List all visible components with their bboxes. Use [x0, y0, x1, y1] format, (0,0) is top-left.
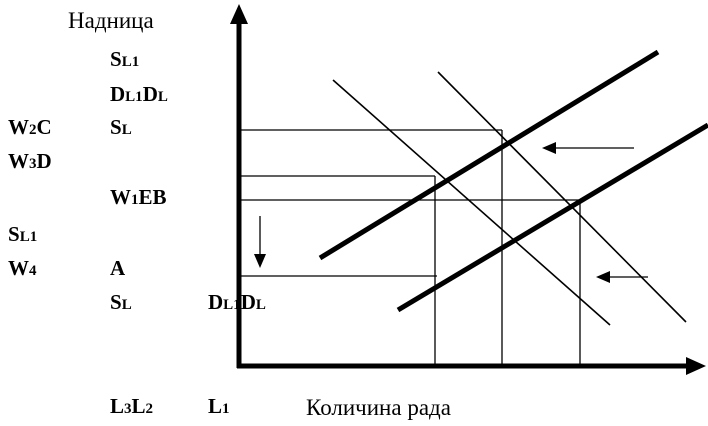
demand-curve-dl1: [332, 79, 611, 326]
label-w3d: W3D: [8, 149, 52, 173]
label-dl1dl-low: DL1DL: [208, 290, 266, 314]
label-a: A: [110, 256, 126, 280]
shift-arrow-lower-head: [596, 271, 610, 283]
wage-drop-arrow-head: [254, 254, 266, 268]
label-l3l2: L3L2: [110, 394, 154, 418]
y-axis-arrowhead: [230, 4, 248, 24]
shift-arrow-upper-head: [542, 142, 556, 154]
label-w1eb: W1EB: [110, 185, 167, 209]
label-sl-low: SL: [110, 290, 132, 314]
supply-curve-sl: [396, 122, 708, 313]
label-w4: W4: [8, 256, 37, 280]
label-sl1-left: SL1: [8, 222, 38, 246]
label-sl-mid: SL: [110, 115, 132, 139]
supply-curve-sl1: [318, 49, 660, 261]
label-w2c: W2C: [8, 115, 52, 139]
y-axis-label: Надница: [68, 8, 154, 33]
x-axis-arrowhead: [686, 357, 706, 375]
x-axis-label: Количина рада: [306, 395, 451, 420]
label-sl1-top: SL1: [110, 47, 140, 71]
label-dl1dl-top: DL1DL: [110, 82, 168, 106]
demand-curve-dl: [437, 71, 687, 323]
label-l1: L1: [208, 394, 230, 418]
